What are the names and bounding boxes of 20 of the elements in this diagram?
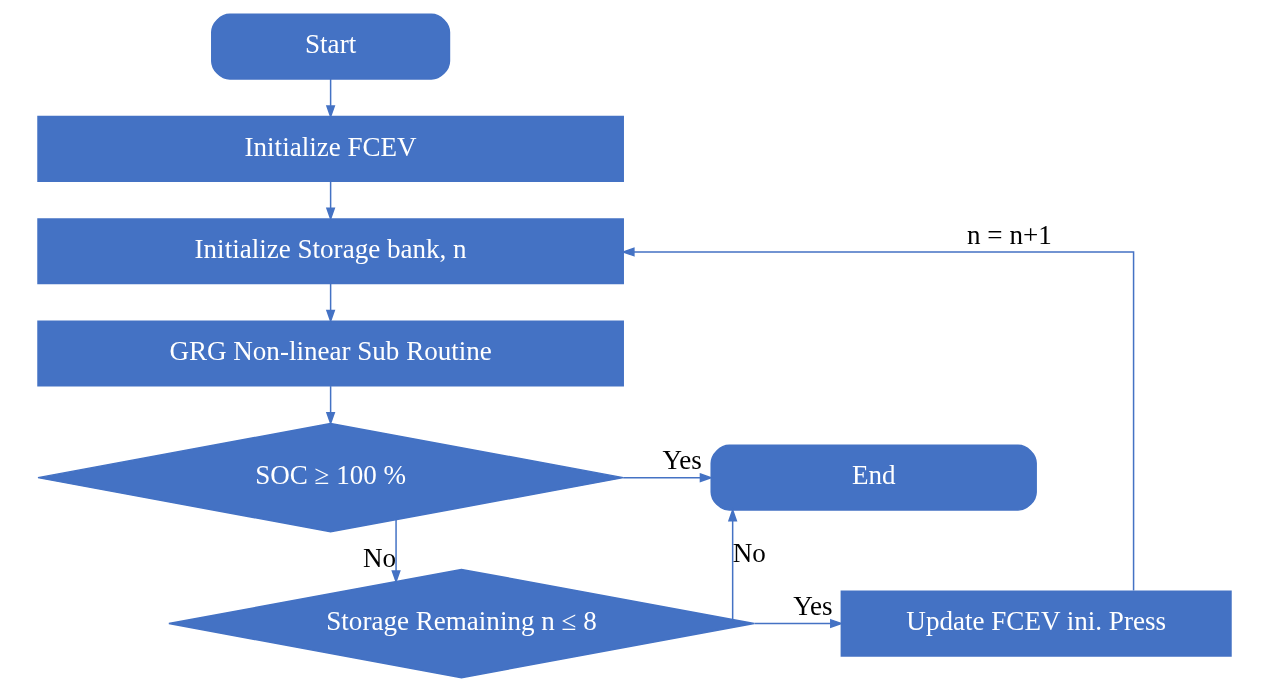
arrow [727,507,738,621]
node-box: End [710,444,1037,511]
arrow [753,618,844,629]
node-box: Initialize Storage bank, n [37,218,624,285]
node-box: GRG Non-linear Sub Routine [37,320,624,387]
edge-label: No [732,537,766,568]
node-box: Start [211,13,451,80]
arrow [622,472,714,483]
arrow [325,282,336,324]
node-box: Initialize FCEV [37,115,624,182]
arrow [621,247,1135,592]
arrow [325,180,336,221]
arrow [391,519,401,584]
edge-label: Yes [793,591,833,622]
edge-label: n = n+1 [967,219,1052,250]
node-diamond: SOC ≥ 100 % [37,422,624,533]
arrow [325,385,336,426]
edge-label: Yes [662,445,702,476]
arrow [325,78,336,119]
node-box: Update FCEV ini. Press [840,590,1232,657]
